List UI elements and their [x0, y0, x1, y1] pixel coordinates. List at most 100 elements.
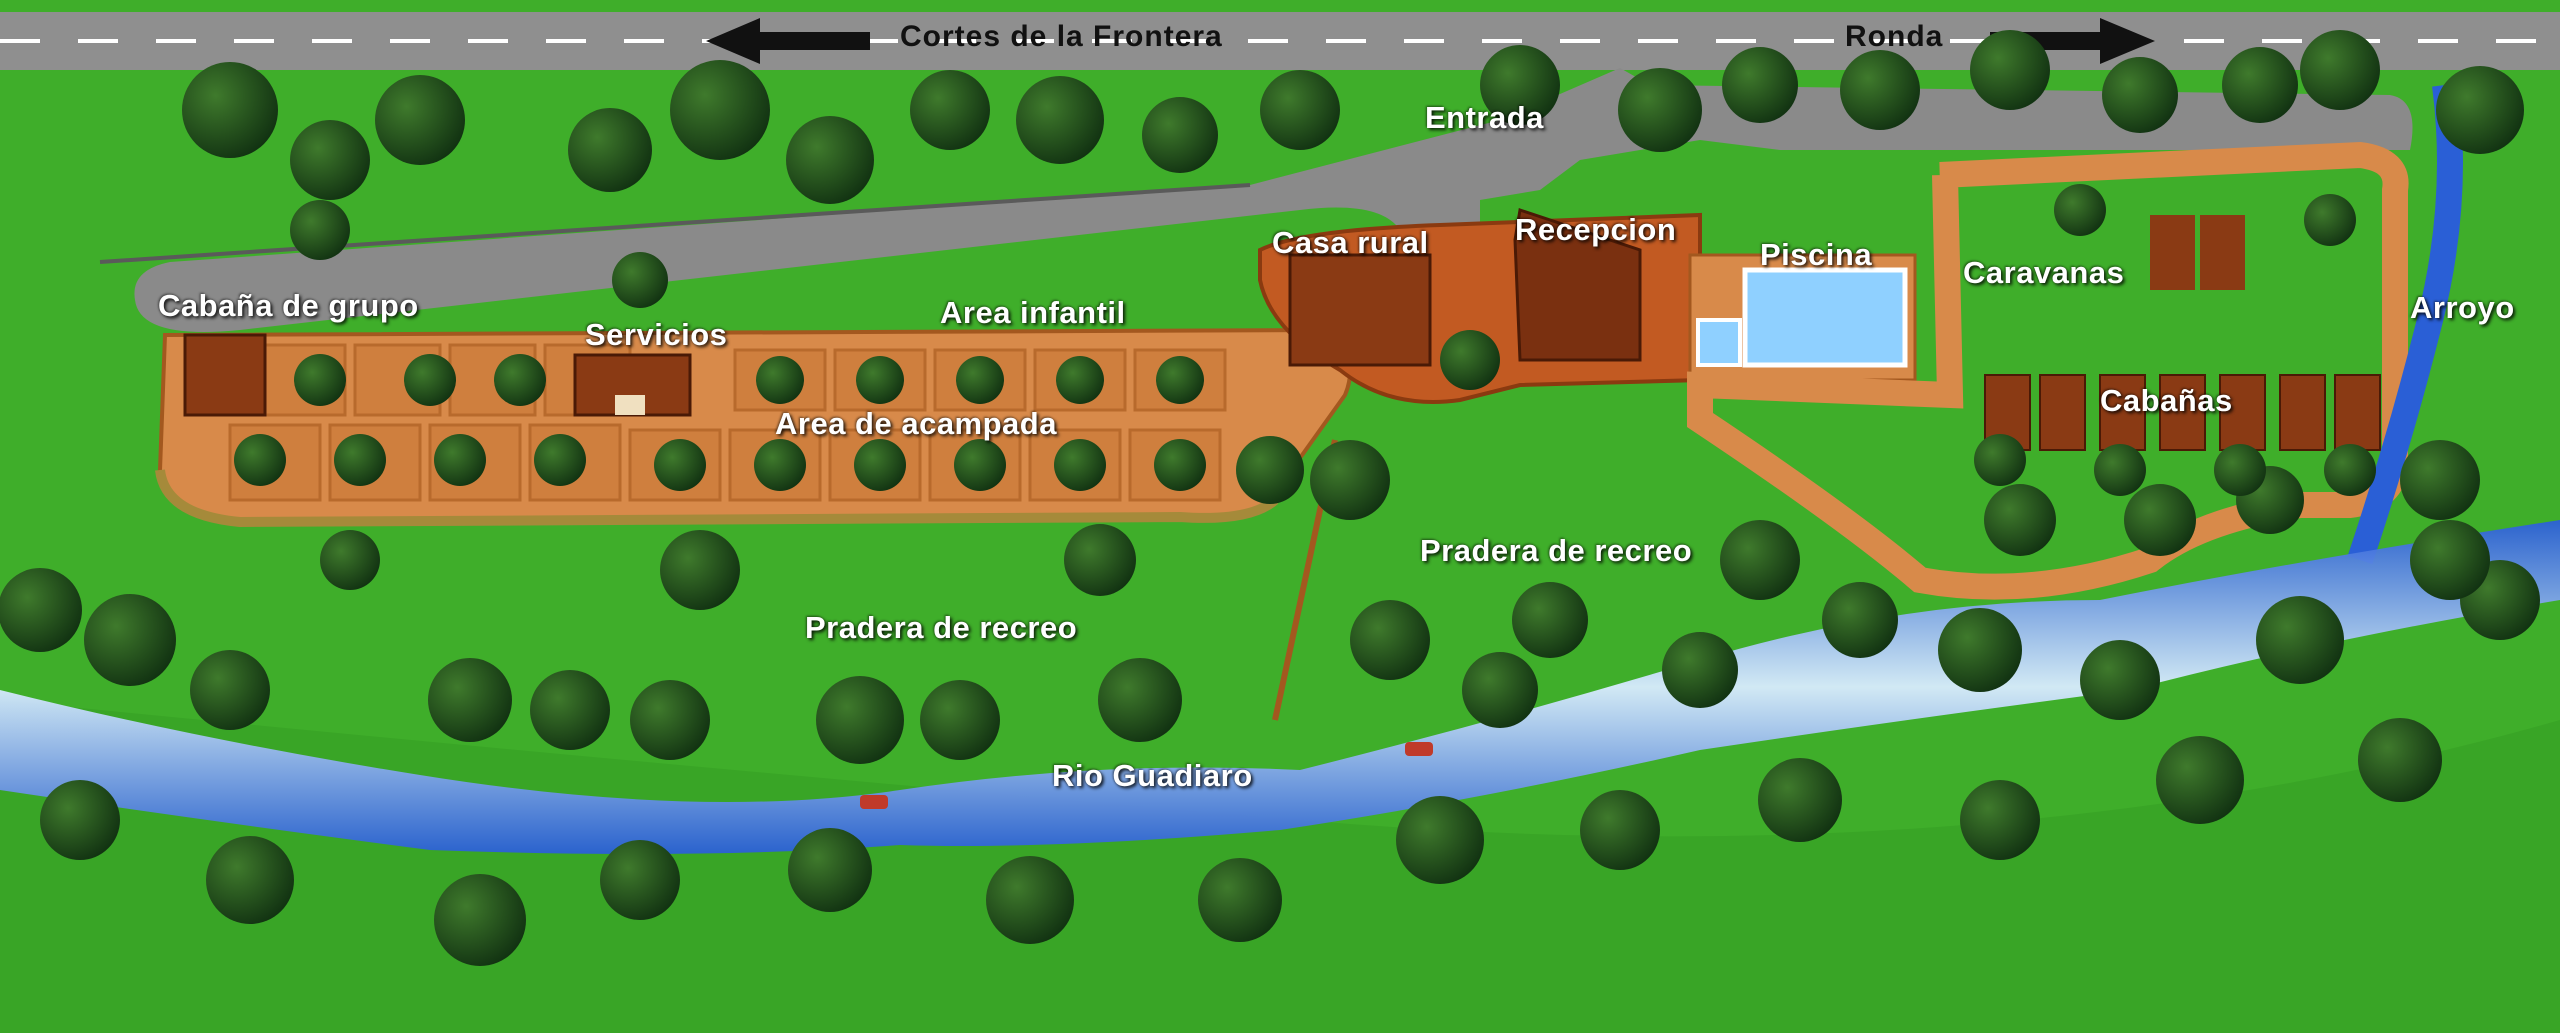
tree-icon [2358, 718, 2442, 802]
tree-icon [956, 356, 1004, 404]
caravan-plot-1 [2150, 215, 2195, 290]
tree-icon [1662, 632, 1738, 708]
label-entrada: Entrada [1425, 100, 1544, 135]
label-pradera-de-recreo-1: Pradera de recreo [805, 610, 1078, 645]
tree-icon [954, 439, 1006, 491]
road-direction-right: Ronda [1845, 20, 1944, 53]
tree-icon [334, 434, 386, 486]
road-direction-left: Cortes de la Frontera [900, 20, 1223, 53]
tree-icon [786, 116, 874, 204]
terrace-stone-wall [155, 469, 1279, 528]
tree-icon [1512, 582, 1588, 658]
tree-icon [294, 354, 346, 406]
tree-icon [1236, 436, 1304, 504]
casa-rural-building [1288, 253, 1432, 367]
tree-icon [2054, 184, 2106, 236]
tree-icon [2080, 640, 2160, 720]
tree-icon [1098, 658, 1182, 742]
tree-icon [788, 828, 872, 912]
tree-icon [290, 200, 350, 260]
tree-icon [234, 434, 286, 486]
kiddie-pool [1696, 318, 1742, 367]
tree-icon [1462, 652, 1538, 728]
arroyo-stream [2347, 83, 2463, 565]
tree-icon [428, 658, 512, 742]
tree-icon [1350, 600, 1430, 680]
label-servicios: Servicios [585, 317, 728, 352]
tree-icon [1970, 30, 2050, 110]
tree-icon [404, 354, 456, 406]
boat-1 [860, 795, 888, 809]
tree-icon [2156, 736, 2244, 824]
tree-icon [1054, 439, 1106, 491]
label-area-de-acampada: Area de acampada [775, 406, 1057, 441]
trees [0, 30, 2540, 966]
tree-icon [2102, 57, 2178, 133]
tree-icon [1154, 439, 1206, 491]
tree-icon [434, 434, 486, 486]
tree-icon [290, 120, 370, 200]
tree-icon [816, 676, 904, 764]
tree-icon [2324, 444, 2376, 496]
boat-2 [1405, 742, 1433, 756]
tree-icon [854, 439, 906, 491]
tree-icon [1938, 608, 2022, 692]
tree-icon [986, 856, 1074, 944]
tree-icon [182, 62, 278, 158]
grass-shade [0, 700, 2560, 1033]
services-door [615, 395, 645, 415]
road-edge-upper [99, 183, 1251, 264]
tree-icon [1840, 50, 1920, 130]
tree-icon [2124, 484, 2196, 556]
tree-icon [670, 60, 770, 160]
tree-icon [1480, 45, 1560, 125]
arrow-right-icon [1990, 18, 2155, 64]
arrow-left-icon [706, 18, 870, 64]
tree-icon [756, 356, 804, 404]
tree-icon [1974, 434, 2026, 486]
tree-icon [1016, 76, 1104, 164]
tree-icon [206, 836, 294, 924]
tree-icon [1198, 858, 1282, 942]
tree-icon [1142, 97, 1218, 173]
tree-icon [568, 108, 652, 192]
tree-icon [910, 70, 990, 150]
tree-icon [1064, 524, 1136, 596]
label-caravanas: Caravanas [1963, 255, 2125, 290]
tree-icon [660, 530, 740, 610]
tree-icon [2304, 194, 2356, 246]
tree-icon [1156, 356, 1204, 404]
tree-icon [612, 252, 668, 308]
tree-icon [0, 568, 82, 652]
tree-icon [1984, 484, 2056, 556]
tree-icon [320, 530, 380, 590]
tree-icon [1720, 520, 1800, 600]
label-cabanas: Cabañas [2100, 383, 2233, 418]
tree-icon [1758, 758, 1842, 842]
caravan-plot-2 [2200, 215, 2245, 290]
tree-icon [2410, 520, 2490, 600]
tree-icon [754, 439, 806, 491]
tree-icon [1260, 70, 1340, 150]
cabanas-row [1984, 374, 2381, 451]
recepcion-building [1513, 208, 1642, 362]
tree-icon [534, 434, 586, 486]
tree-icon [494, 354, 546, 406]
tree-icon [1722, 47, 1798, 123]
label-casa-rural: Casa rural [1272, 225, 1429, 260]
tree-icon [1822, 582, 1898, 658]
label-area-infantil: Area infantil [940, 295, 1126, 330]
tree-icon [1618, 68, 1702, 152]
label-arroyo: Arroyo [2410, 290, 2515, 325]
tree-icon [530, 670, 610, 750]
tree-icon [1056, 356, 1104, 404]
tree-icon [654, 439, 706, 491]
tree-icon [2094, 444, 2146, 496]
pool [1742, 267, 1908, 368]
river [0, 520, 2560, 854]
tree-icon [1396, 796, 1484, 884]
tree-icon [2436, 66, 2524, 154]
label-cabana-de-grupo: Cabaña de grupo [158, 288, 419, 323]
tree-icon [856, 356, 904, 404]
